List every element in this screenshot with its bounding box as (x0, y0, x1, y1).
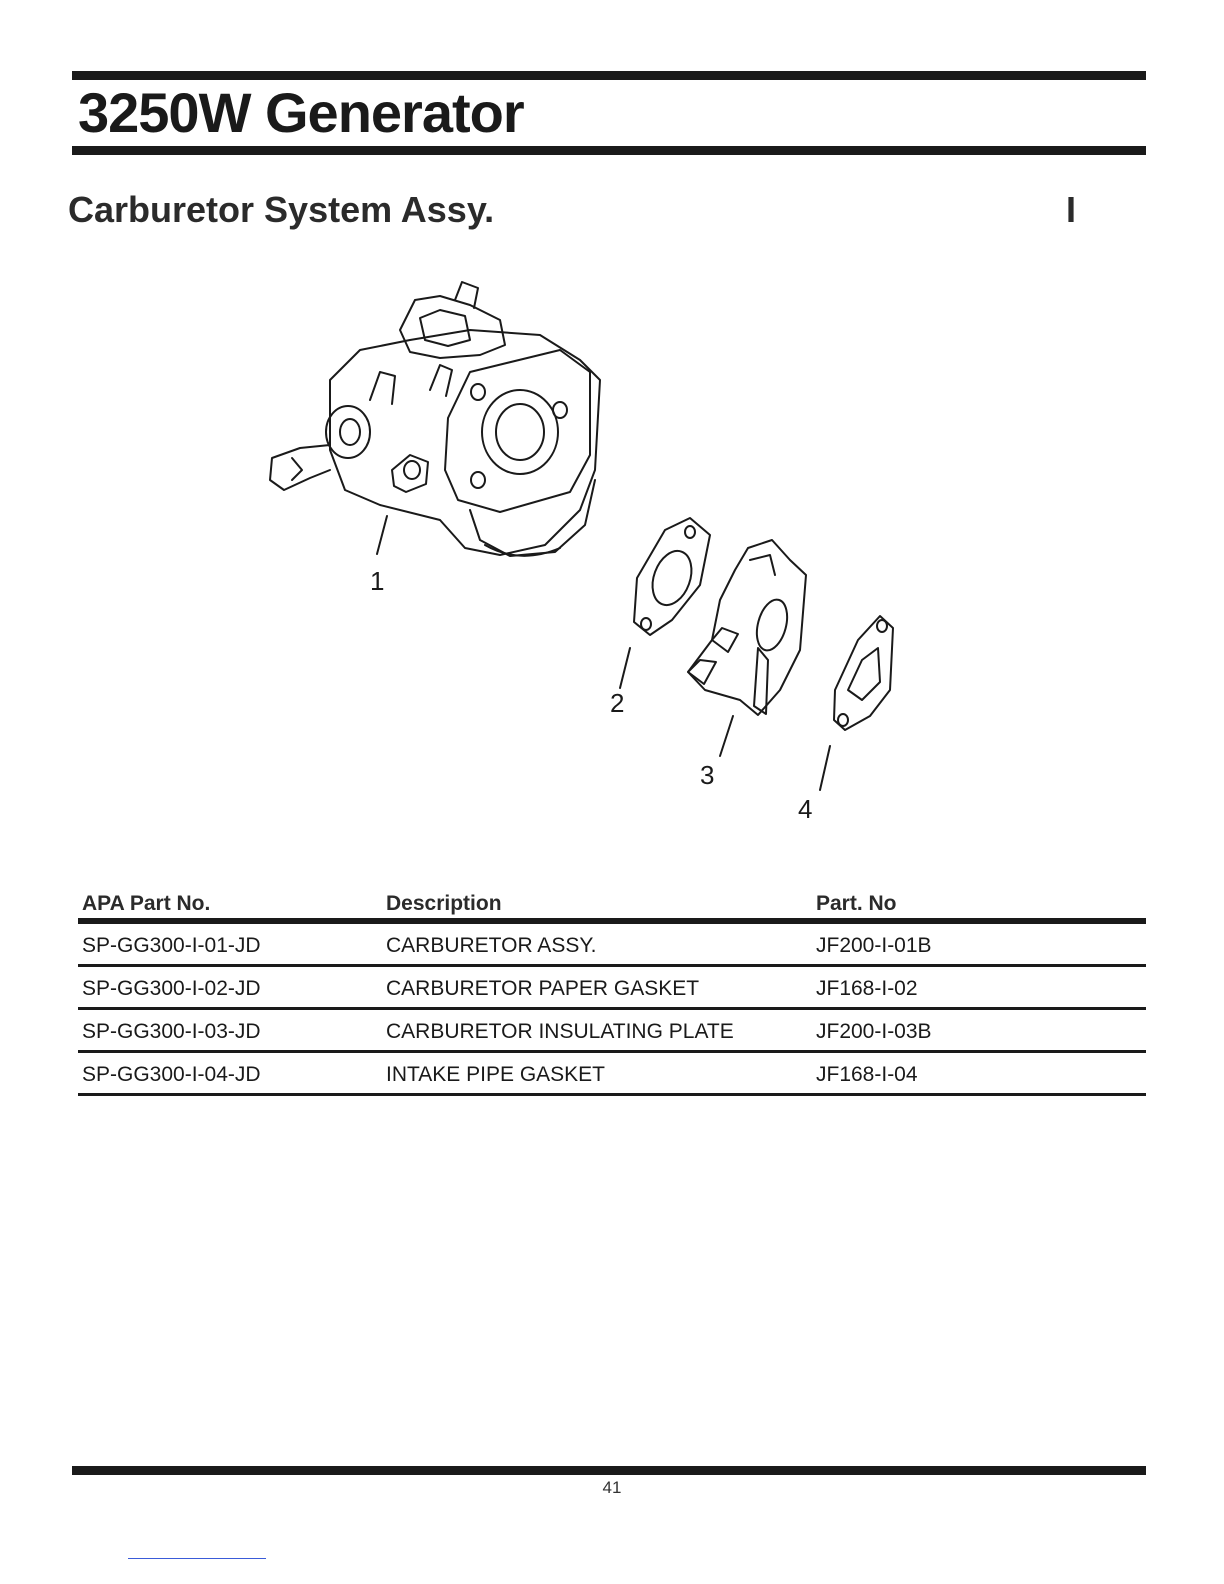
apa-part-no-cell: SP-GG300-I-01-JD (78, 921, 382, 966)
table-header-row: APA Part No. Description Part. No (78, 884, 1146, 921)
carburetor-assy-drawing (270, 282, 600, 556)
footer-rule (72, 1466, 1146, 1475)
part-no-cell: JF200-I-03B (812, 1009, 1146, 1052)
leader-line-2 (620, 648, 630, 688)
apa-part-no-cell: SP-GG300-I-03-JD (78, 1009, 382, 1052)
paper-gasket-drawing (634, 518, 710, 635)
apa-part-no-cell: SP-GG300-I-04-JD (78, 1052, 382, 1095)
column-header-part-no: Part. No (812, 884, 1146, 921)
table-row: SP-GG300-I-01-JD CARBURETOR ASSY. JF200-… (78, 921, 1146, 966)
insulating-plate-drawing (688, 540, 806, 715)
apa-part-no-cell: SP-GG300-I-02-JD (78, 966, 382, 1009)
part-no-cell: JF200-I-01B (812, 921, 1146, 966)
part-no-cell: JF168-I-04 (812, 1052, 1146, 1095)
description-cell: INTAKE PIPE GASKET (382, 1052, 812, 1095)
callout-label-4: 4 (798, 794, 812, 824)
table-row: SP-GG300-I-03-JD CARBURETOR INSULATING P… (78, 1009, 1146, 1052)
callout-label-2: 2 (610, 688, 624, 718)
page-number: 41 (0, 1478, 1224, 1498)
footer-link-underline (128, 1558, 266, 1559)
column-header-apa-part-no: APA Part No. (78, 884, 382, 921)
intake-pipe-gasket-drawing (834, 616, 893, 730)
table-row: SP-GG300-I-04-JD INTAKE PIPE GASKET JF16… (78, 1052, 1146, 1095)
column-header-description: Description (382, 884, 812, 921)
callout-label-1: 1 (370, 566, 384, 596)
description-cell: CARBURETOR ASSY. (382, 921, 812, 966)
description-cell: CARBURETOR INSULATING PLATE (382, 1009, 812, 1052)
description-cell: CARBURETOR PAPER GASKET (382, 966, 812, 1009)
leader-line-3 (720, 716, 733, 756)
parts-table: APA Part No. Description Part. No SP-GG3… (78, 884, 1146, 1096)
leader-line-1 (377, 516, 387, 554)
callout-label-3: 3 (700, 760, 714, 790)
exploded-parts-diagram: 1 2 3 4 (0, 0, 1224, 860)
leader-line-4 (820, 746, 830, 790)
table-row: SP-GG300-I-02-JD CARBURETOR PAPER GASKET… (78, 966, 1146, 1009)
part-no-cell: JF168-I-02 (812, 966, 1146, 1009)
